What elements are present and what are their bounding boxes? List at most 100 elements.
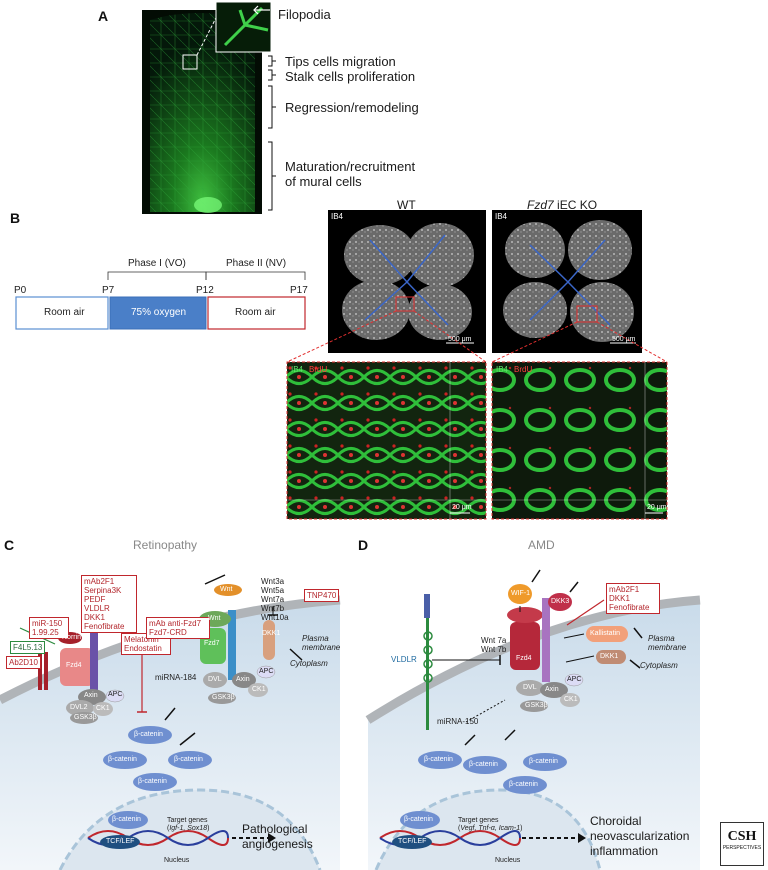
dkk1-d-label: DKK1 [600,653,619,660]
csh-perspectives-logo: CSH PERSPECTIVES [720,822,764,866]
ko-scale-20: 20 μm [647,504,667,511]
ko-title-gene: Fzd7 [527,198,554,212]
beta-d-4: β-catenin [509,781,538,788]
wt-title: WT [397,198,416,212]
target-genes-d: Target genes (Vegf, Tnf-α, Icam-1) [458,817,522,833]
wnt10a: Wnt10a [261,613,289,622]
axin-left: Axin [84,692,98,699]
tnp470-box: TNP470 [304,589,340,602]
label-regression: Regression/remodeling [285,100,419,115]
target-genes-list: (Igf-1, Sox18) [167,825,210,832]
inhibitor-fenofibrate: Fenofibrate [84,622,125,631]
amd-inhibitor-fenofibrate: Fenofibrate [609,603,650,612]
membrane-d: membrane [648,643,687,652]
ko-title-rest: iEC KO [553,198,598,212]
inhibitor-dkk1: DKK1 [84,613,105,622]
plasma-c: Plasma [302,634,329,643]
amd-inhibitor-mab2f1: mAb2F1 [609,585,640,594]
wnt5a: Wnt5a [261,586,285,595]
wt-scale-20: 20 μm [452,504,472,511]
ko-title: Fzd7 iEC KO [527,198,597,212]
target-genes-label: Target genes (Igf-1, Sox18) [167,817,209,833]
outcome-inflammation: inflammation [590,844,659,858]
beta-catenin-3: β-catenin [174,756,203,763]
label-maturation-2: of mural cells [285,174,362,189]
f4l-box: F4L5.13 [10,641,46,654]
timepoint-p12: P12 [196,285,214,296]
ko-zoom-brdu: BrdU [514,365,533,374]
amd-inhibitor-dkk1: DKK1 [609,594,630,603]
vldlr-label: VLDLR [391,655,417,664]
tcf-lef-d: TCF/LEF [398,838,427,845]
melatonin: Melatonin [124,635,159,644]
timepoint-p0: P0 [14,285,27,296]
axin-d: Axin [545,686,559,693]
fzd4-label: Fzd4 [66,662,82,669]
beta-catenin-nuclear: β-catenin [112,816,141,823]
outcome-neovascularization: neovascularization [590,829,690,843]
beta-d-2: β-catenin [469,761,498,768]
ko-zoom-ib4: IB4 [496,365,509,374]
retinopathy-inhibitor-box: mAb2F1 Serpina3K PEDF VLDLR DKK1 Fenofib… [81,575,137,633]
wnt-d-list: Wnt 7a Wnt 7b [481,636,506,654]
dkk3-label: DKK3 [551,598,570,605]
wnt-ligand-list: Wnt3a Wnt5a Wnt7a Wnt7b Wnt10a [261,577,289,622]
target-genes-names: Igf-1, Sox18 [169,825,208,832]
endostatin: Endostatin [124,644,162,653]
wnt3a: Wnt3a [261,577,285,586]
phase1-label: Phase I (VO) [128,258,186,269]
mab-anti-fzd7: mAb anti-Fzd7 [149,619,202,628]
panel-d-title: AMD [528,538,555,552]
ck1-left: CK1 [96,705,110,712]
beta-d-nuclear: β-catenin [404,816,433,823]
condition-oxygen: 75% oxygen [131,307,187,318]
wt-ib4-label: IB4 [331,212,344,221]
condition-room-air-2: Room air [235,307,276,318]
wnt-ligand-2: Wnt [208,615,221,622]
panel-c-letter: C [4,537,15,553]
label-filopodia: Filopodia [278,7,331,22]
nucleus-label-c: Nucleus [164,857,190,864]
inhibitor-vldlr: VLDLR [84,604,110,613]
logo-line2: PERSPECTIVES [722,845,762,851]
logo-line1: CSH [727,829,757,844]
ck1-right: CK1 [252,686,266,693]
fzd7-crd: Fzd7-CRD [149,628,187,637]
apc-d: APC [567,676,582,683]
plasma-membrane-d: Plasma membrane [648,634,686,652]
dkk1-label: DKK1 [262,630,281,637]
panel-c-title: Retinopathy [133,538,198,552]
wif1-label: WIF-1 [511,590,531,597]
gsk-right: GSK3β [212,694,235,701]
outcome-pathological: Pathological [242,822,308,836]
target-genes-d-names: Vegf, Tnf-α, Icam-1 [460,825,521,832]
outcome-choroidal: Choroidal [590,814,642,828]
ab2d10-box: Ab2D10 [6,656,41,669]
condition-room-air-1: Room air [44,307,85,318]
beta-d-1: β-catenin [424,756,453,763]
amd-inhibitor-box: mAb2F1 DKK1 Fenofibrate [606,583,660,614]
phase2-label: Phase II (NV) [226,258,287,269]
cytoplasm-c: Cytoplasm [290,659,328,668]
wnt7b-d: Wnt 7b [481,645,507,654]
target-genes-d-list: (Vegf, Tnf-α, Icam-1) [458,825,523,832]
inhibitor-mab2f1: mAb2F1 [84,577,115,586]
mir150-box: miR-150 1.99.25 [29,617,69,639]
wt-scale-500: 500 μm [448,336,472,343]
inhibitor-pedf: PEDF [84,595,106,604]
kallistatin-label: Kallistatin [590,630,620,637]
membrane-c: membrane [302,643,341,652]
wt-zoom-brdu: BrdU [309,365,328,374]
gsk-d: GSK3β [525,702,548,709]
target-genes-d-title: Target genes [458,817,499,824]
apc-right: APC [259,668,274,675]
outcome-angiogenesis: angiogenesis [242,837,313,851]
panel-d-letter: D [358,537,369,553]
wnt7a: Wnt7a [261,595,285,604]
label-tips-migration: Tips cells migration [285,54,396,69]
timepoint-p17: P17 [290,285,308,296]
